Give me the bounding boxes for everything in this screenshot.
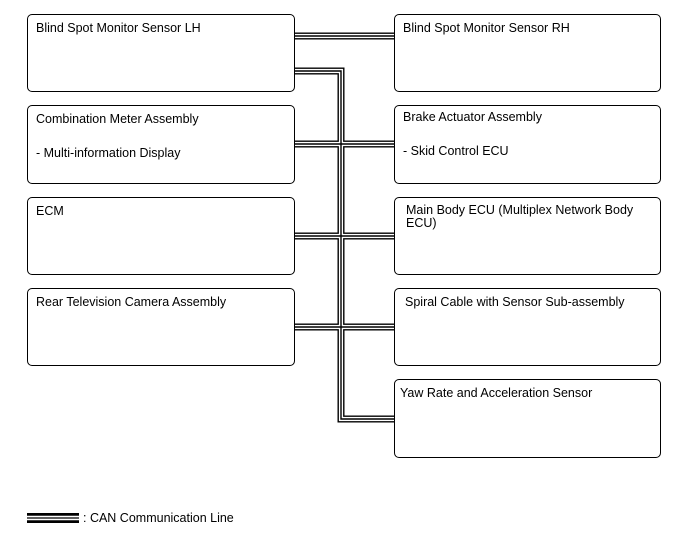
ecu-box-rear-television-camera-assembly: Rear Television Camera Assembly xyxy=(27,288,295,366)
ecu-box-yaw-rate-and-acceleration-sensor: Yaw Rate and Acceleration Sensor xyxy=(394,379,661,458)
can-line-main-trunk xyxy=(295,67,394,423)
ecu-label: Main Body ECU (Multiplex Network Body EC… xyxy=(406,203,634,230)
ecu-label: Combination Meter Assembly xyxy=(36,112,199,126)
ecu-box-blind-spot-monitor-sensor-lh: Blind Spot Monitor Sensor LH xyxy=(27,14,295,92)
legend: : CAN Communication Line xyxy=(27,510,287,526)
ecu-box-spiral-cable-with-sensor: Spiral Cable with Sensor Sub-assembly xyxy=(394,288,661,366)
can-line-legend-symbol xyxy=(27,513,79,523)
ecu-box-blind-spot-monitor-sensor-rh: Blind Spot Monitor Sensor RH xyxy=(394,14,661,92)
ecu-sub-label: - Skid Control ECU xyxy=(403,144,509,158)
ecu-label: Blind Spot Monitor Sensor RH xyxy=(403,21,570,35)
ecu-box-brake-actuator-assembly: Brake Actuator Assembly - Skid Control E… xyxy=(394,105,661,184)
ecu-label: Rear Television Camera Assembly xyxy=(36,295,227,309)
ecu-label: Brake Actuator Assembly xyxy=(403,110,542,124)
ecu-sub-label: - Multi-information Display xyxy=(36,146,181,160)
ecu-box-main-body-ecu: Main Body ECU (Multiplex Network Body EC… xyxy=(394,197,661,275)
ecu-label: Spiral Cable with Sensor Sub-assembly xyxy=(405,295,625,309)
ecu-label: Yaw Rate and Acceleration Sensor xyxy=(400,386,593,400)
ecu-label: Blind Spot Monitor Sensor LH xyxy=(36,21,201,35)
can-line-main-trunk xyxy=(295,70,394,420)
ecu-label: ECM xyxy=(36,204,64,218)
legend-label: : CAN Communication Line xyxy=(83,511,234,525)
ecu-box-ecm: ECM xyxy=(27,197,295,275)
ecu-box-combination-meter-assembly: Combination Meter Assembly - Multi-infor… xyxy=(27,105,295,184)
